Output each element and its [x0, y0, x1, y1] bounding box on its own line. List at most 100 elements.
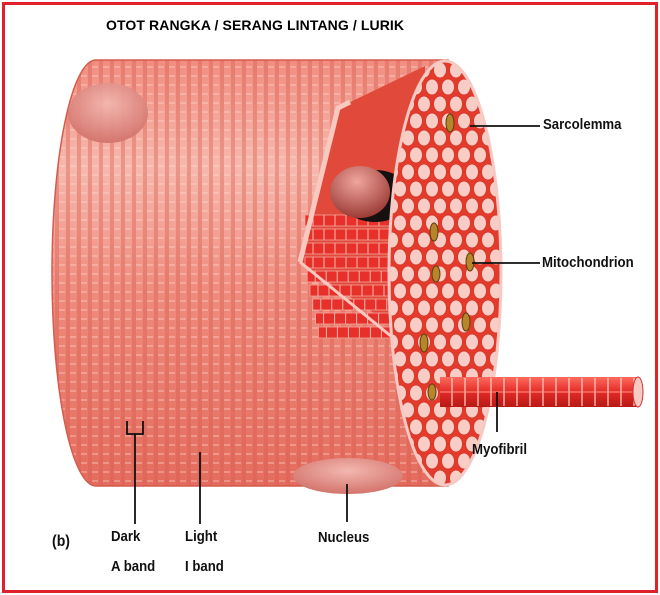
fibril-cross-section [449, 95, 463, 113]
fibril-cross-section [393, 282, 407, 300]
fibril-cross-section [441, 78, 455, 96]
fibril-cross-section [417, 265, 431, 283]
fibril-cross-section [449, 231, 463, 249]
fibril-cross-section [417, 163, 431, 181]
fibril-cross-section [409, 350, 423, 368]
mitochondrion-1 [445, 113, 455, 133]
fibril-cross-section [401, 197, 415, 215]
fibril-cross-section [401, 163, 415, 181]
fibril-cross-section [417, 401, 431, 419]
fibril-cross-section [441, 316, 455, 334]
fibril-cross-section [457, 418, 471, 436]
fibril-cross-section [465, 299, 479, 317]
fibril-cross-section [425, 282, 439, 300]
fibril-cross-section [389, 299, 399, 317]
label-i-band: I band [185, 558, 224, 575]
fibril-cross-section [417, 367, 431, 385]
fibril-cross-section [473, 180, 487, 198]
fibril-cross-section [441, 350, 455, 368]
fibril-cross-section [449, 129, 463, 147]
fibril-cross-section [457, 350, 471, 368]
fibril-cross-section [465, 129, 479, 147]
fibril-cross-section [449, 197, 463, 215]
flap-myofibril [315, 312, 402, 325]
fibril-cross-section [441, 452, 455, 470]
fibril-cross-section [441, 146, 455, 164]
fibril-cross-section [417, 95, 431, 113]
bottom-nucleus [293, 458, 403, 494]
label-mitochondrion: Mitochondrion [542, 254, 634, 271]
fibril-cross-section [433, 129, 447, 147]
fibril-cross-section [409, 248, 423, 266]
fibril-cross-section [417, 197, 431, 215]
fibril-cross-section [425, 452, 439, 470]
label-myofibril: Myofibril [472, 441, 527, 458]
fibril-cross-section [457, 146, 471, 164]
fibril-cross-section [465, 469, 479, 485]
fibril-cross-section [457, 112, 471, 130]
fibril-cross-section [489, 418, 501, 436]
fibril-cross-section [401, 265, 415, 283]
fibril-cross-section [409, 146, 423, 164]
fibril-cross-section [409, 112, 423, 130]
fibril-cross-section [465, 197, 479, 215]
fibril-cross-section [433, 95, 447, 113]
fibril-cross-section [417, 129, 431, 147]
fibril-cross-section [457, 282, 471, 300]
fibril-cross-section [489, 248, 501, 266]
fibril-cross-section [417, 231, 431, 249]
fibril-cross-section [441, 282, 455, 300]
label-a-band: A band [111, 558, 156, 575]
fibril-cross-section [425, 180, 439, 198]
fibril-cross-section [441, 248, 455, 266]
label-nucleus: Nucleus [318, 529, 370, 546]
label-sarcolemma: Sarcolemma [543, 116, 622, 133]
fibril-cross-section [433, 435, 447, 453]
fibril-cross-section [433, 299, 447, 317]
fibril-cross-section [409, 418, 423, 436]
fibril-cross-section [425, 112, 439, 130]
fibril-cross-section [425, 418, 439, 436]
fibril-cross-section [473, 282, 487, 300]
fibril-cross-section [425, 78, 439, 96]
fibril-cross-section [409, 282, 423, 300]
fibril-cross-section [393, 214, 407, 232]
fibril-cross-section [425, 316, 439, 334]
fibril-cross-section [449, 333, 463, 351]
fibril-cross-section [481, 265, 495, 283]
mitochondrion-7 [427, 383, 437, 401]
fibril-cross-section [489, 78, 501, 96]
fibril-cross-section [401, 333, 415, 351]
fibril-cross-section [449, 163, 463, 181]
fibril-cross-section [481, 469, 495, 485]
mitochondrion-4 [461, 312, 471, 332]
mitochondrion-5 [419, 333, 429, 353]
fibril-cross-section [473, 214, 487, 232]
fibril-cross-section [401, 367, 415, 385]
fibril-cross-section [425, 248, 439, 266]
fibril-cross-section [441, 214, 455, 232]
fibril-cross-section [481, 299, 495, 317]
fibril-cross-section [481, 197, 495, 215]
label-dark: Dark [111, 528, 141, 545]
mitochondrion-2 [465, 252, 475, 272]
fibril-cross-section [409, 180, 423, 198]
fibril-cross-section [425, 146, 439, 164]
fibril-cross-section [481, 333, 495, 351]
fibril-cross-section [425, 350, 439, 368]
fibril-cross-section [417, 299, 431, 317]
fibril-cross-section [433, 197, 447, 215]
fibril-cross-section [473, 316, 487, 334]
fibril-cross-section [473, 350, 487, 368]
fibril-cross-section [449, 435, 463, 453]
fibril-cross-section [481, 231, 495, 249]
fibril-cross-section [465, 163, 479, 181]
mitochondrion-6 [431, 265, 441, 283]
fibril-cross-section [465, 231, 479, 249]
mitochondria [419, 113, 475, 401]
figure-title: OTOT RANGKA / SERANG LINTANG / LURIK [106, 17, 405, 33]
fibril-cross-section [401, 231, 415, 249]
fibril-cross-section [389, 265, 399, 283]
fibril-cross-section [457, 180, 471, 198]
fibril-cross-section [409, 384, 423, 402]
